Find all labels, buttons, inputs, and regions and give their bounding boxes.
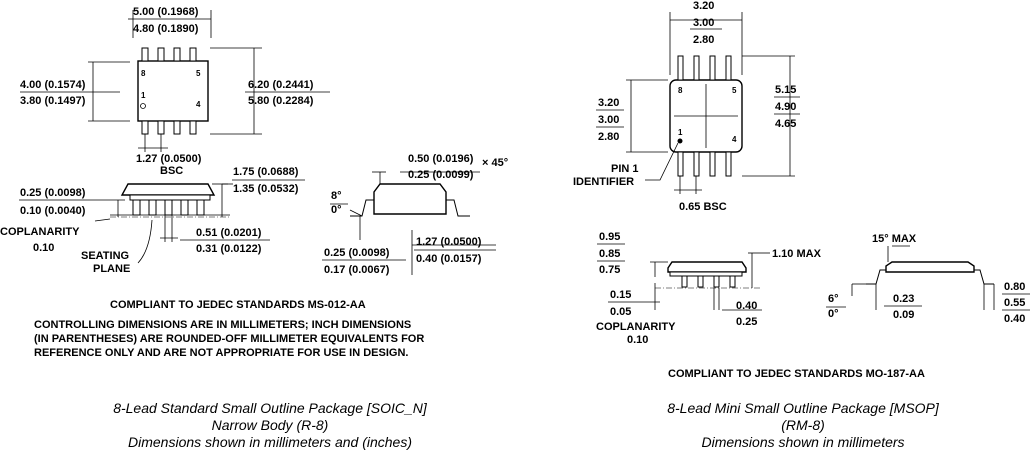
soic-seating-plane-1: SEATING	[81, 250, 129, 262]
msop-caption-line-2: (RM-8)	[781, 417, 825, 433]
soic-span-min: 5.80 (0.2284)	[248, 95, 314, 107]
msop-foot-min: 0.40	[1004, 313, 1025, 325]
msop-width-nom: 3.00	[693, 17, 714, 29]
msop-side-max: 3.20	[598, 97, 619, 109]
soic-side-view: 1.75 (0.0688) 1.35 (0.0532) 0.25 (0.0098…	[0, 166, 305, 275]
soic-lead-width-max: 0.51 (0.0201)	[196, 227, 262, 239]
msop-pitch: 0.65 BSC	[679, 201, 727, 213]
soic-pitch-note: BSC	[160, 165, 183, 177]
soic-angle-max: 8°	[331, 190, 342, 202]
soic-width-max: 5.00 (0.1968)	[133, 6, 199, 18]
msop-pin5-label: 5	[732, 86, 737, 95]
msop-angle-min: 0°	[828, 308, 839, 320]
soic-foot-min: 0.40 (0.0157)	[416, 253, 482, 265]
msop-standoff-max: 0.15	[610, 289, 631, 301]
soic-foot-max: 1.27 (0.0500)	[416, 236, 482, 248]
msop-end-view: 15° MAX 6° 0° 0.23 0.09 0.80 0.55 0.40	[826, 233, 1030, 325]
soic-coplanarity-value: 0.10	[33, 242, 54, 254]
soic-end-view: 0.50 (0.0196) 0.25 (0.0099) × 45° 8° 0° …	[322, 153, 508, 276]
msop-caption-line-3: Dimensions shown in millimeters	[701, 434, 905, 450]
msop-thickness-max: 0.23	[893, 293, 914, 305]
msop-height-min: 0.75	[599, 264, 620, 276]
msop-lead-width-max: 0.40	[736, 300, 757, 312]
msop-coplanarity-value: 0.10	[627, 334, 648, 346]
msop-top-angle: 15° MAX	[872, 233, 917, 245]
soic-height-max: 1.75 (0.0688)	[233, 166, 299, 178]
msop-foot-max: 0.80	[1004, 281, 1025, 293]
msop-side-view: 0.95 0.85 0.75 1.10 MAX 0.15 0.05 COPLAN…	[596, 231, 822, 346]
msop-height-nom: 0.85	[599, 248, 620, 260]
soic-caption-line-1: 8-Lead Standard Small Outline Package [S…	[113, 400, 427, 416]
soic-pin1-marker	[140, 103, 146, 109]
msop-max-height: 1.10 MAX	[772, 248, 822, 260]
msop-pin8-label: 8	[678, 86, 683, 95]
soic-pin5-label: 5	[196, 69, 201, 78]
msop-pin1-marker	[677, 138, 683, 144]
msop-pin1-identifier-1: PIN 1	[611, 163, 639, 175]
msop-top-view: 8 5 1 4 3.20 3.00 2.80 3.20 3.00 2.80 5.…	[573, 0, 800, 213]
msop-standoff-min: 0.05	[610, 306, 631, 318]
soic-chamfer-max: 0.50 (0.0196)	[408, 153, 474, 165]
soic-width-min: 4.80 (0.1890)	[133, 23, 199, 35]
soic-angle-min: 0°	[331, 204, 342, 216]
msop-angle-max: 6°	[828, 293, 839, 305]
msop-caption: 8-Lead Mini Small Outline Package [MSOP]…	[578, 400, 1028, 451]
soic-pin4-label: 4	[196, 100, 201, 109]
msop-caption-line-1: 8-Lead Mini Small Outline Package [MSOP]	[667, 400, 939, 416]
soic-pin1-label: 1	[141, 91, 146, 100]
msop-pin1-identifier-2: IDENTIFIER	[573, 176, 634, 188]
msop-pin4-label: 4	[732, 135, 737, 144]
soic-coplanarity-label: COPLANARITY	[0, 226, 80, 238]
soic-thickness-min: 0.17 (0.0067)	[324, 264, 390, 276]
soic-span-max: 6.20 (0.2441)	[248, 79, 314, 91]
msop-side-min: 2.80	[598, 131, 619, 143]
msop-height-max: 0.95	[599, 231, 620, 243]
soic-body-width-min: 3.80 (0.1497)	[20, 95, 86, 107]
soic-caption-line-3: Dimensions shown in millimeters and (inc…	[128, 434, 412, 450]
soic-height-min: 1.35 (0.0532)	[233, 183, 299, 195]
msop-span-max: 5.15	[775, 84, 796, 96]
soic-thickness-max: 0.25 (0.0098)	[324, 247, 390, 259]
soic-body-end	[373, 183, 447, 215]
soic-seating-plane-2: PLANE	[93, 263, 130, 275]
msop-span-nom: 4.90	[775, 101, 796, 113]
msop-side-nom: 3.00	[598, 114, 619, 126]
msop-foot-nom: 0.55	[1004, 297, 1025, 309]
soic-pin8-label: 8	[141, 69, 146, 78]
soic-standoff-max: 0.25 (0.0098)	[20, 187, 86, 199]
soic-chamfer-min: 0.25 (0.0099)	[408, 169, 474, 181]
soic-body-width-max: 4.00 (0.1574)	[20, 79, 86, 91]
soic-chamfer-angle: × 45°	[482, 157, 508, 169]
soic-top-view: 8 5 1 4 5.00 (0.1968) 4.80 (0.1890) 4.00…	[20, 6, 330, 177]
soic-lead-width-min: 0.31 (0.0122)	[196, 243, 262, 255]
soic-pitch: 1.27 (0.0500)	[136, 153, 202, 165]
soic-note-line-3: REFERENCE ONLY AND ARE NOT APPROPRIATE F…	[34, 347, 408, 359]
soic-standoff-min: 0.10 (0.0040)	[20, 205, 86, 217]
soic-caption: 8-Lead Standard Small Outline Package [S…	[30, 400, 510, 451]
msop-top-pins	[677, 55, 732, 177]
soic-caption-line-2: Narrow Body (R-8)	[211, 417, 329, 433]
msop-width-min: 2.80	[693, 34, 714, 46]
msop-width-max: 3.20	[693, 0, 714, 12]
msop-body-side	[667, 261, 747, 273]
soic-body-top	[137, 60, 209, 122]
soic-body-side	[120, 183, 216, 196]
msop-coplanarity-label: COPLANARITY	[596, 321, 676, 333]
msop-jedec: COMPLIANT TO JEDEC STANDARDS MO-187-AA	[668, 368, 925, 380]
msop-pin1-label: 1	[678, 128, 683, 137]
msop-lead-width-min: 0.25	[736, 316, 757, 328]
soic-note-line-1: CONTROLLING DIMENSIONS ARE IN MILLIMETER…	[34, 319, 411, 331]
msop-thickness-min: 0.09	[893, 309, 914, 321]
msop-body-end	[885, 261, 975, 273]
soic-jedec: COMPLIANT TO JEDEC STANDARDS MS-012-AA	[110, 299, 366, 311]
soic-note-line-2: (IN PARENTHESES) ARE ROUNDED-OFF MILLIME…	[34, 333, 424, 345]
msop-span-min: 4.65	[775, 118, 796, 130]
